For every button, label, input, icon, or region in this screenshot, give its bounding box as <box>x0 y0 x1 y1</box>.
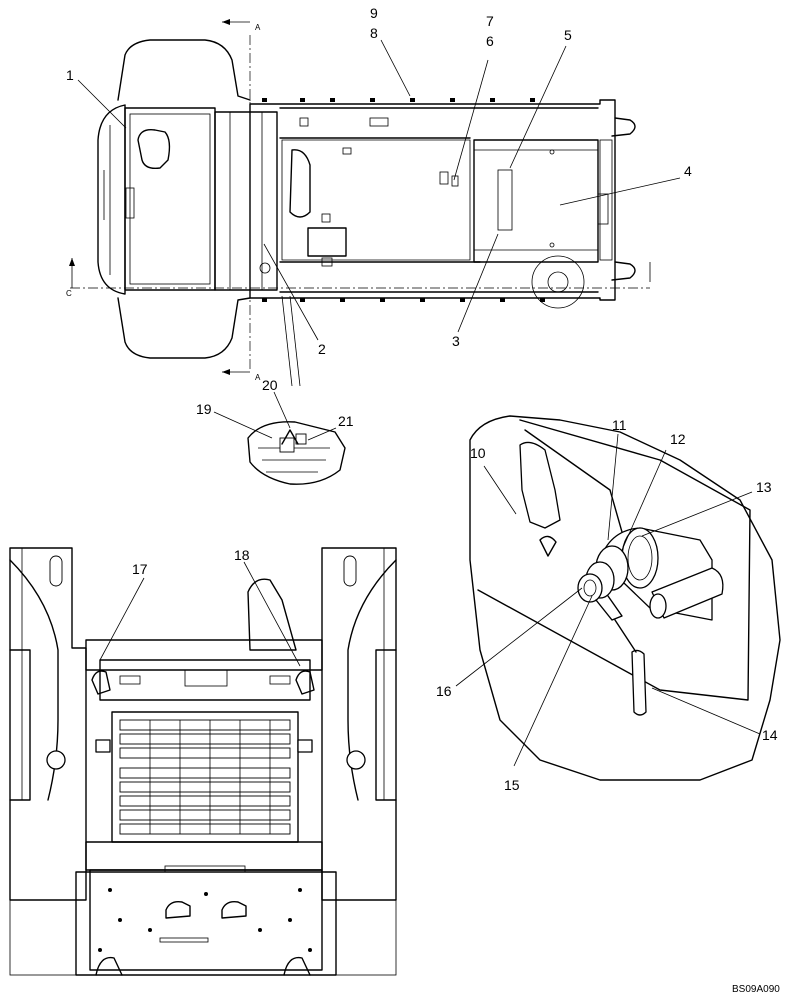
top-frame-bar <box>85 639 323 671</box>
cab-body <box>124 107 216 291</box>
rear-loop-lower <box>611 261 636 281</box>
drawing-reference: BS09A090 <box>732 984 780 995</box>
plate-handle-left <box>165 900 191 919</box>
callout-15: 15 <box>504 777 520 793</box>
section-mark-c: C <box>66 289 72 298</box>
front-cab-outline <box>97 104 126 295</box>
callout-9: 9 <box>370 5 378 21</box>
detail-boundary <box>469 415 781 781</box>
right-upright <box>321 547 397 901</box>
plate-handle-right <box>221 900 247 919</box>
callout-16: 16 <box>436 683 452 699</box>
radiator-top <box>99 659 311 701</box>
roller <box>651 567 724 619</box>
handle <box>631 649 647 716</box>
front-elevation-view <box>9 547 397 976</box>
callout-labels: 1 2 3 4 5 6 7 8 9 10 11 12 13 14 15 16 1… <box>66 5 780 995</box>
callout-17: 17 <box>132 561 148 577</box>
callout-7: 7 <box>486 13 494 29</box>
center-housing <box>214 111 278 291</box>
callout-20: 20 <box>262 377 278 393</box>
section-mark-a-bottom: A <box>255 373 261 382</box>
callout-14: 14 <box>762 727 778 743</box>
seat-shape <box>137 129 171 170</box>
isometric-detail-view <box>469 415 781 781</box>
clip-detail <box>247 421 346 485</box>
callout-10: 10 <box>470 445 486 461</box>
exhaust-stack <box>247 578 297 651</box>
callout-11: 11 <box>612 417 627 433</box>
callout-18: 18 <box>234 547 250 563</box>
panel-face <box>477 419 751 701</box>
callout-2: 2 <box>318 341 326 357</box>
callout-21: 21 <box>338 413 354 429</box>
leader-lines <box>77 39 761 767</box>
clip-detail-body <box>247 421 346 485</box>
rear-axle-circle <box>531 255 585 309</box>
callout-12: 12 <box>670 431 686 447</box>
callout-13: 13 <box>756 479 772 495</box>
bracket-arm <box>519 441 561 529</box>
nut <box>577 573 603 603</box>
floor-cutout <box>289 149 311 218</box>
rear-loop-upper <box>611 117 636 137</box>
left-upright <box>9 547 87 901</box>
chassis-top-view <box>69 19 651 375</box>
floor-plate <box>307 227 347 257</box>
callout-5: 5 <box>564 27 572 43</box>
main-frame <box>249 99 616 301</box>
callout-8: 8 <box>370 25 378 41</box>
callout-4: 4 <box>684 163 692 179</box>
left-front-fender-top <box>117 39 251 101</box>
grille-slats <box>119 719 291 835</box>
callout-19: 19 <box>196 401 212 417</box>
left-front-fender-bottom <box>117 297 251 359</box>
callout-6: 6 <box>486 33 494 49</box>
callout-3: 3 <box>452 333 460 349</box>
callout-1: 1 <box>66 67 74 83</box>
section-mark-a-top: A <box>255 23 261 32</box>
